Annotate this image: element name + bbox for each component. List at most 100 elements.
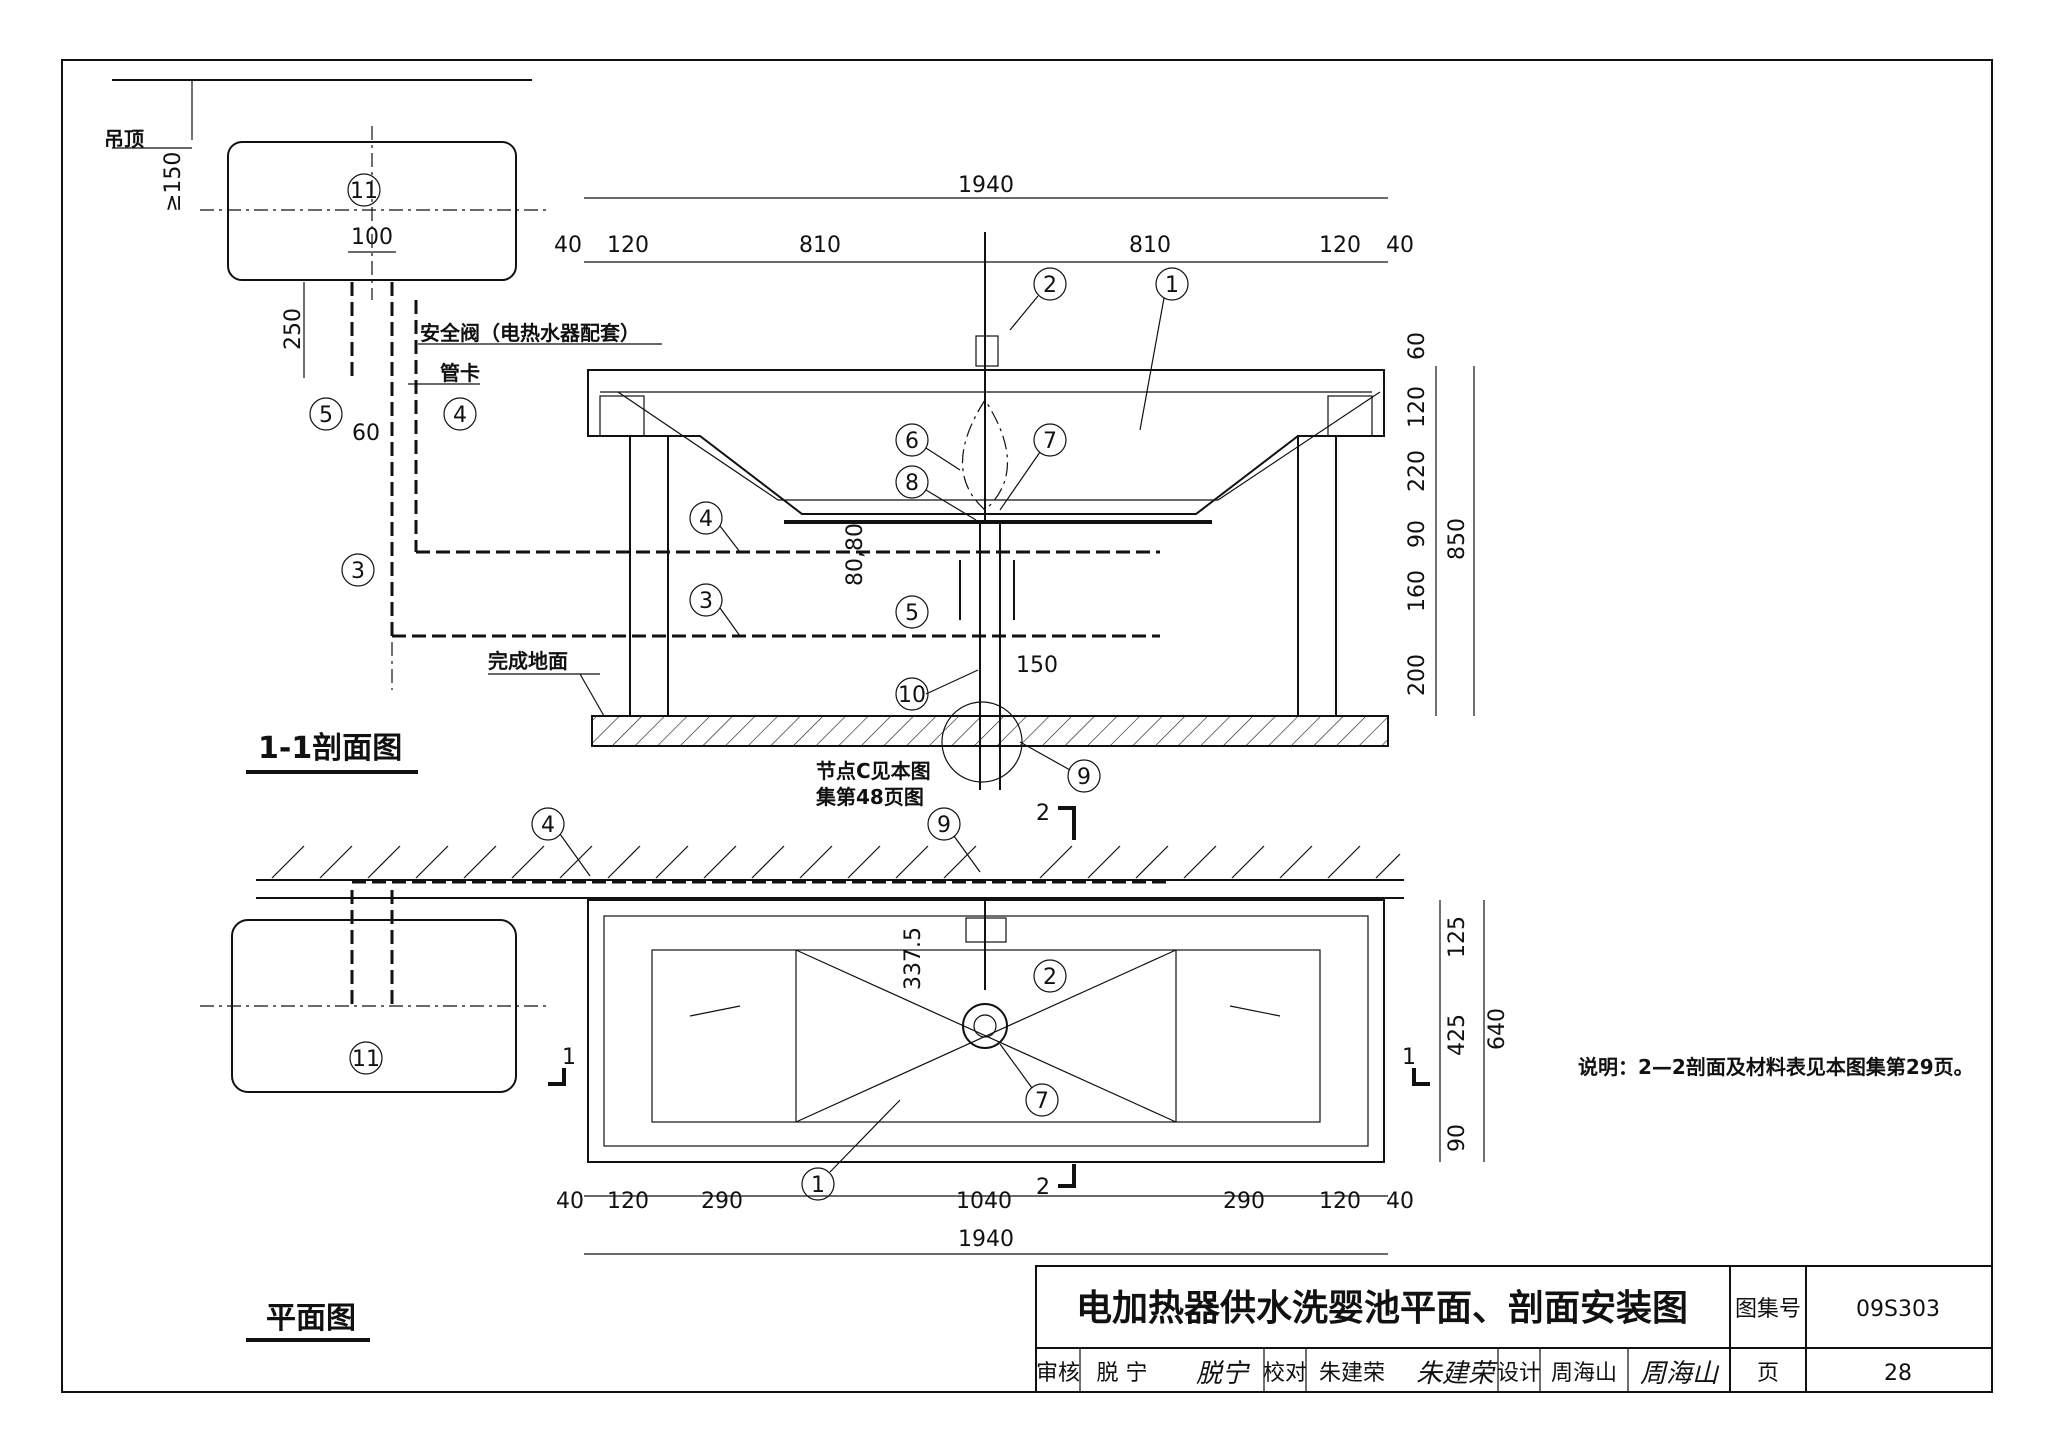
top-overall-dim: 1940 <box>958 173 1014 198</box>
callout-9b <box>927 807 961 841</box>
atlas-number: 09S303 <box>1856 1297 1940 1322</box>
drain-plan <box>962 1003 1008 1049</box>
svg-text:4: 4 <box>541 813 555 838</box>
svg-text:8: 8 <box>905 471 919 496</box>
callout-1b <box>801 1167 835 1201</box>
atlas-label: 图集号 <box>1735 1297 1801 1322</box>
svg-text:90: 90 <box>1405 520 1430 548</box>
svg-text:3: 3 <box>699 589 713 614</box>
reviewer-signature: 脱宁 <box>1196 1359 1251 1389</box>
svg-text:11: 11 <box>352 1047 380 1072</box>
svg-text:4: 4 <box>699 507 713 532</box>
safety-valve-label: 安全阀（电热水器配套） <box>420 321 640 345</box>
section-mark-1-right: 1 <box>1402 1045 1416 1070</box>
note: 说明：2—2剖面及材料表见本图集第29页。 <box>1578 1055 1974 1079</box>
callout-2b <box>1033 959 1067 993</box>
gap-dimension: ≥150 <box>161 152 186 212</box>
svg-text:120: 120 <box>1319 1189 1361 1214</box>
svg-text:120: 120 <box>1405 386 1430 428</box>
callout-3a <box>341 553 375 587</box>
svg-text:2: 2 <box>1043 965 1057 990</box>
dim-80-80: 80,80 <box>843 523 868 586</box>
svg-text:1040: 1040 <box>956 1189 1012 1214</box>
svg-text:3: 3 <box>351 559 365 584</box>
svg-text:120: 120 <box>607 233 649 258</box>
callout-5b <box>895 595 929 629</box>
svg-text:125: 125 <box>1445 916 1470 958</box>
plan-depth-total: 640 <box>1485 1008 1510 1050</box>
dim-250: 250 <box>281 308 306 350</box>
callout-4a <box>443 397 477 431</box>
wall-hatch <box>271 845 1401 879</box>
svg-text:11: 11 <box>350 179 378 204</box>
callout-9a <box>1067 759 1101 793</box>
plan-overall-dim: 1940 <box>958 1227 1014 1252</box>
node-note-line2: 集第48页图 <box>815 785 924 809</box>
svg-text:290: 290 <box>701 1189 743 1214</box>
section-mark-1-left: 1 <box>562 1045 576 1070</box>
svg-text:1: 1 <box>811 1173 825 1198</box>
section-mark-2-bottom: 2 <box>1036 1175 1050 1200</box>
svg-text:90: 90 <box>1445 1124 1470 1152</box>
svg-text:40: 40 <box>554 233 582 258</box>
pipe-clamp-label: 管卡 <box>440 361 480 385</box>
section-mark-2-top: 2 <box>1036 801 1050 826</box>
drawing-title: 电加热器供水洗婴池平面、剖面安装图 <box>1076 1288 1688 1329</box>
reviewer-label: 审核 <box>1036 1361 1080 1386</box>
callout-1a <box>1155 267 1189 301</box>
node-note-line1: 节点C见本图 <box>816 759 931 783</box>
page-label: 页 <box>1757 1361 1779 1386</box>
svg-text:40: 40 <box>1386 1189 1414 1214</box>
callout-11b <box>349 1041 383 1075</box>
svg-text:7: 7 <box>1043 429 1057 454</box>
reviewer-name: 脱 宁 <box>1097 1361 1148 1386</box>
plan-view: 4 9 11 2 7 1 337.5 1 <box>200 801 1510 1342</box>
callout-8 <box>895 465 929 499</box>
callout-11 <box>347 173 381 207</box>
height-total: 850 <box>1445 518 1470 560</box>
dim-150: 150 <box>1016 653 1058 678</box>
svg-text:10: 10 <box>898 683 926 708</box>
svg-text:9: 9 <box>1077 765 1091 790</box>
svg-text:4: 4 <box>453 403 467 428</box>
svg-text:60: 60 <box>1405 332 1430 360</box>
svg-text:200: 200 <box>1405 654 1430 696</box>
checker-label: 校对 <box>1263 1361 1307 1386</box>
designer-label: 设计 <box>1497 1361 1541 1386</box>
callout-6 <box>895 423 929 457</box>
svg-text:120: 120 <box>607 1189 649 1214</box>
dim-60: 60 <box>352 421 380 446</box>
callout-7a <box>1033 423 1067 457</box>
callout-10 <box>895 677 929 711</box>
callout-4c <box>531 807 565 841</box>
checker-signature: 朱建荣 <box>1416 1359 1498 1389</box>
svg-text:160: 160 <box>1405 570 1430 612</box>
callout-3b <box>689 583 723 617</box>
section-heading: 1-1剖面图 <box>258 731 402 766</box>
svg-text:5: 5 <box>319 403 333 428</box>
svg-text:1: 1 <box>1165 273 1179 298</box>
callout-5a <box>309 397 343 431</box>
sheet-border <box>61 59 1993 1393</box>
finished-floor-label: 完成地面 <box>488 649 568 673</box>
designer-signature: 周海山 <box>1640 1359 1720 1389</box>
svg-text:9: 9 <box>937 813 951 838</box>
svg-text:2: 2 <box>1043 273 1057 298</box>
plan-heading: 平面图 <box>266 1301 356 1336</box>
dim-100: 100 <box>351 225 393 250</box>
svg-text:425: 425 <box>1445 1014 1470 1056</box>
svg-text:5: 5 <box>905 601 919 626</box>
svg-text:40: 40 <box>1386 233 1414 258</box>
page-number: 28 <box>1884 1361 1912 1386</box>
checker-name: 朱建荣 <box>1319 1361 1385 1386</box>
svg-text:6: 6 <box>905 429 919 454</box>
svg-text:40: 40 <box>556 1189 584 1214</box>
svg-text:810: 810 <box>1129 233 1171 258</box>
title-block: 电加热器供水洗婴池平面、剖面安装图 图集号 09S303 页 28 审核 脱 宁… <box>1035 1265 1993 1393</box>
callout-4b <box>689 501 723 535</box>
svg-text:120: 120 <box>1319 233 1361 258</box>
svg-text:7: 7 <box>1035 1089 1049 1114</box>
callout-2a <box>1033 267 1067 301</box>
ceiling-label: 吊顶 <box>104 127 144 151</box>
